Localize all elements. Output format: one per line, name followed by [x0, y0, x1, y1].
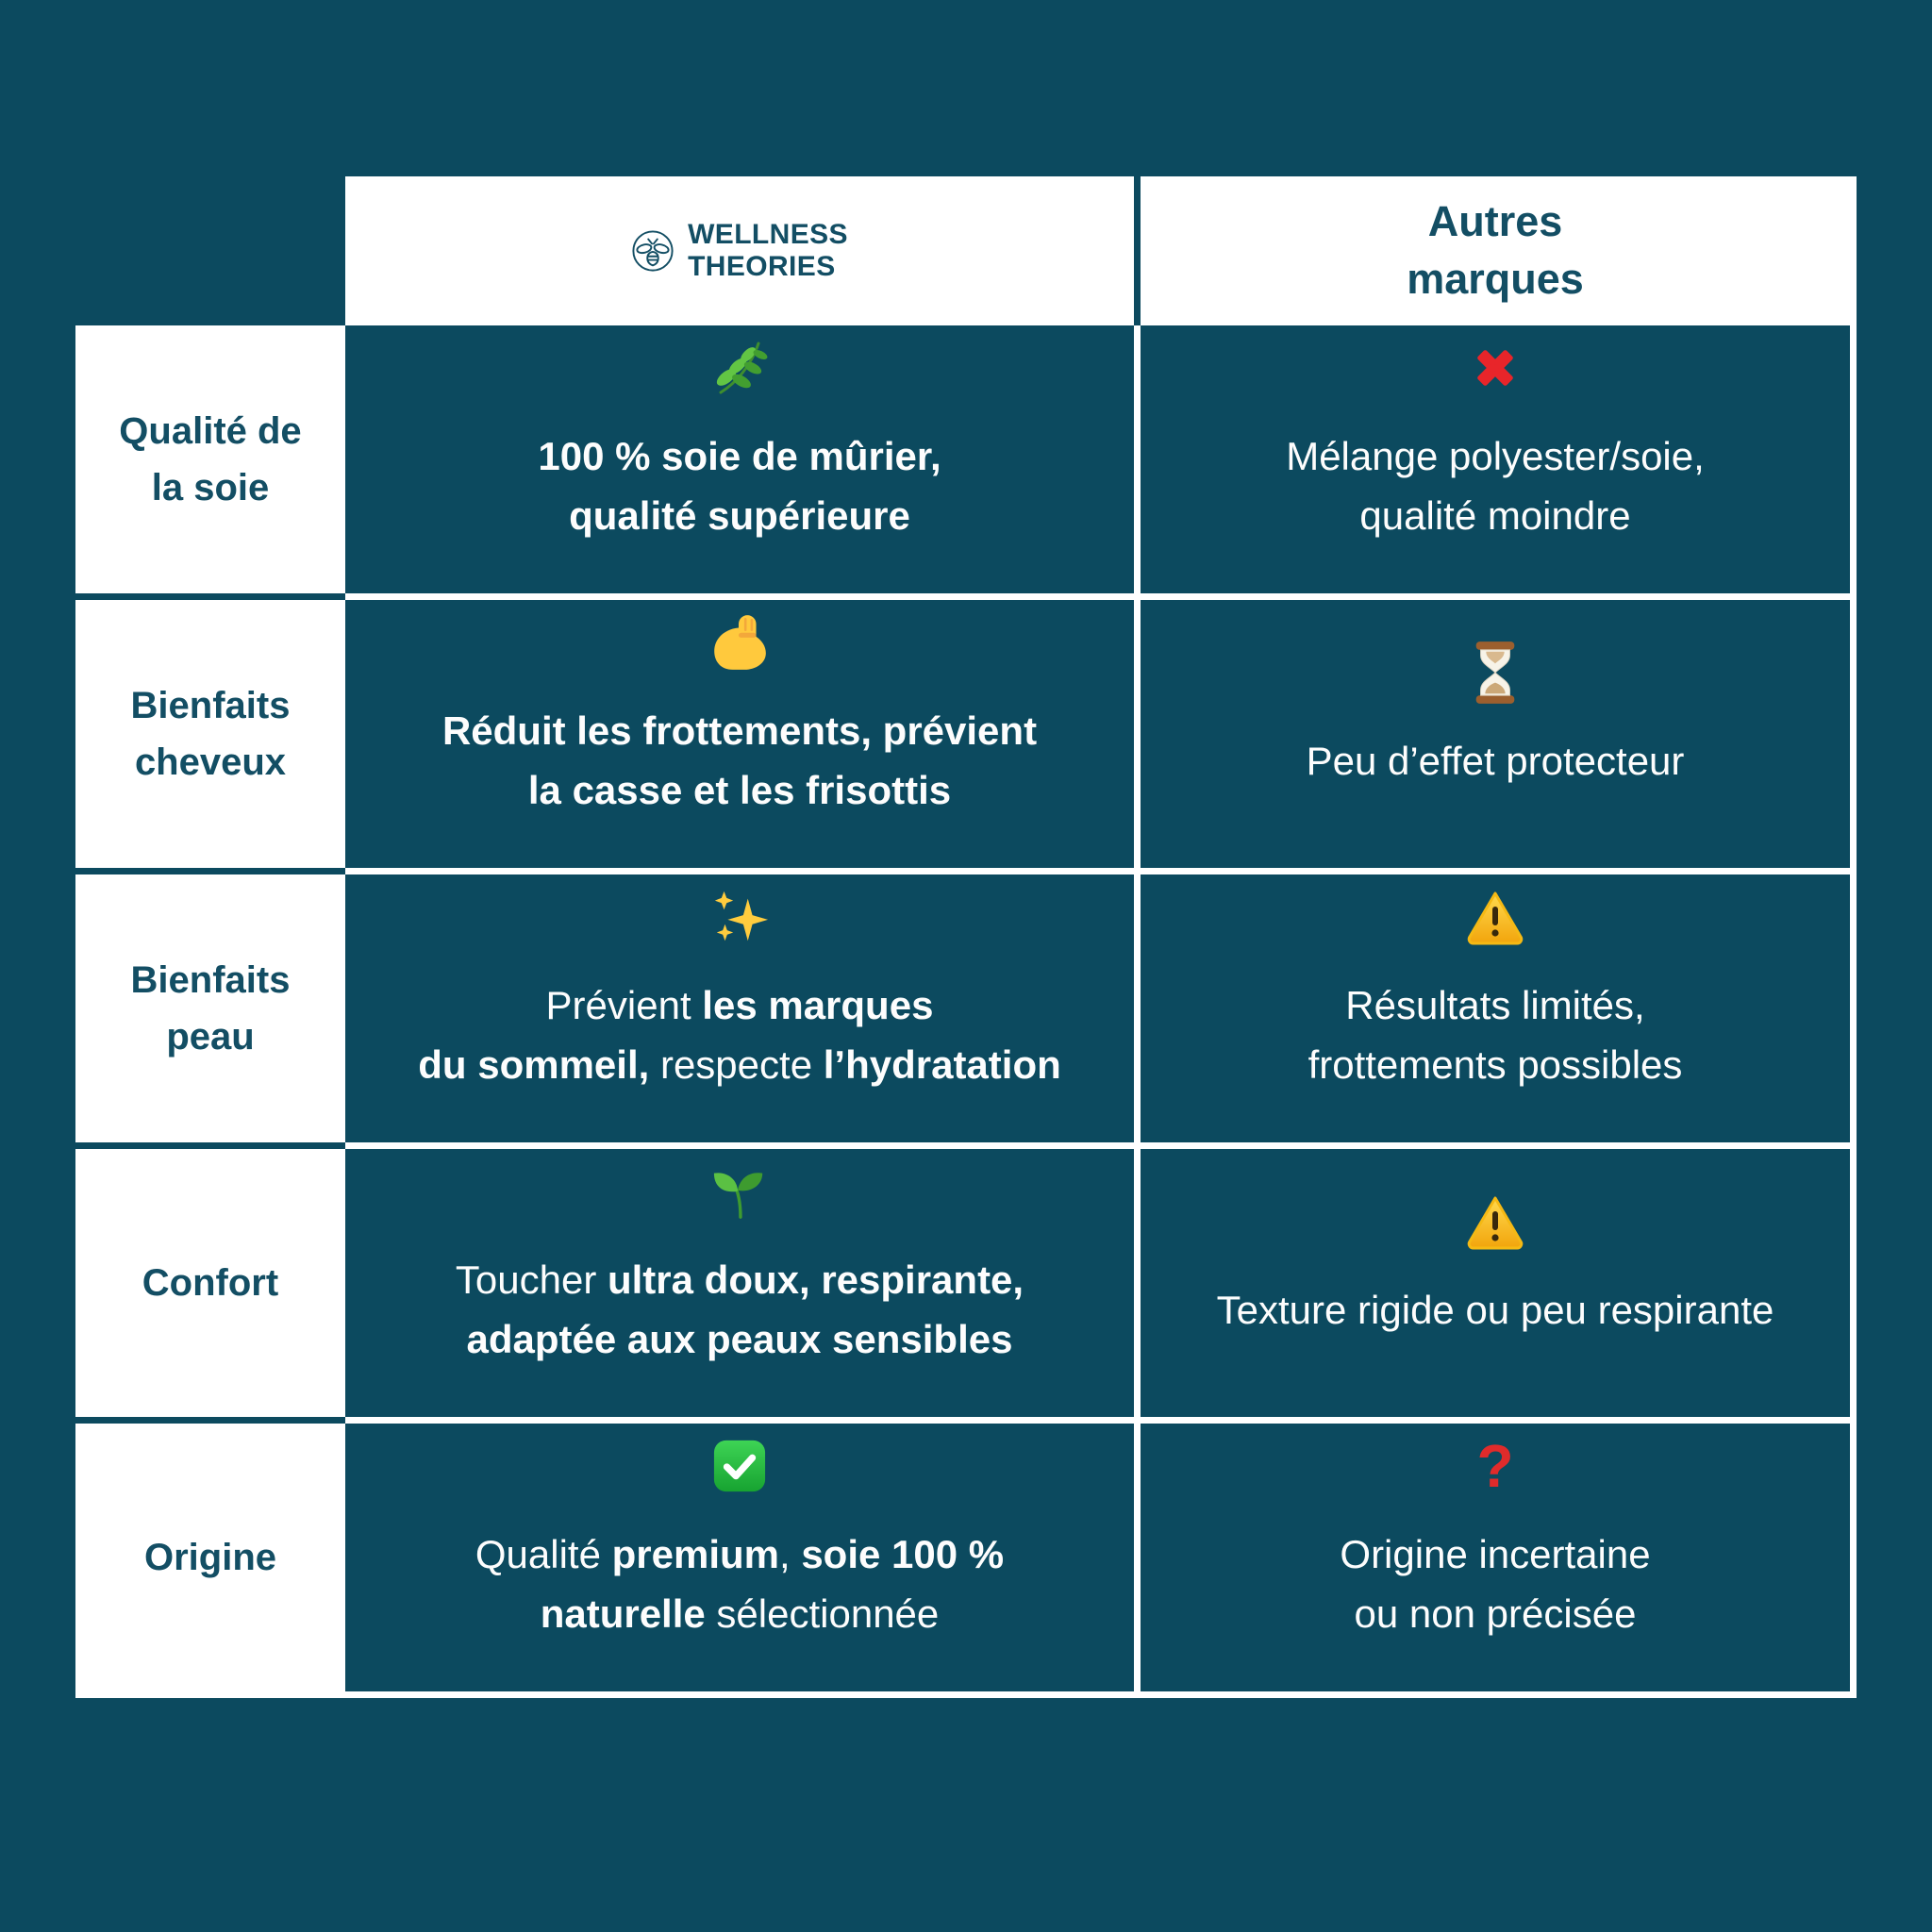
- red-question-icon: ?: [1476, 1432, 1514, 1500]
- other-cell-origine: ? Origine incertaine ou non précisée: [1141, 1424, 1857, 1698]
- row-label-bienfaits-cheveux: Bienfaits cheveux: [75, 600, 345, 874]
- cross-mark-icon: [1470, 334, 1521, 402]
- brand-text-confort: Toucher ultra doux, respirante, adaptée …: [455, 1257, 1024, 1361]
- brand-text-qualite-soie: 100 % soie de mûrier, qualité supérieure: [538, 434, 941, 538]
- other-text-confort: Texture rigide ou peu respirante: [1216, 1287, 1774, 1332]
- other-text-origine: Origine incertaine ou non précisée: [1340, 1532, 1651, 1636]
- brand-name-line1: WELLNESS: [688, 219, 848, 251]
- other-cell-qualite-soie: Mélange polyester/soie, qualité moindre: [1141, 325, 1857, 600]
- row-label-bienfaits-peau: Bienfaits peau: [75, 874, 345, 1149]
- brand-name-line2: THEORIES: [688, 251, 836, 282]
- sparkles-icon: [710, 883, 769, 951]
- brand-text-bienfaits-cheveux: Réduit les frottements, prévient la cass…: [441, 708, 1038, 812]
- warning-icon: [1465, 883, 1525, 951]
- other-text-bienfaits-peau: Résultats limités, frottements possibles: [1307, 983, 1683, 1087]
- brand-name: WELLNESS THEORIES: [688, 219, 848, 282]
- herb-icon: [709, 334, 770, 402]
- hourglass-icon: [1468, 639, 1523, 707]
- header-brand-cell: WELLNESS THEORIES: [345, 176, 1141, 325]
- seedling-icon: [710, 1158, 769, 1225]
- header-competitor-cell: Autres marques: [1141, 176, 1857, 325]
- bee-icon: [631, 229, 675, 273]
- brand-cell-qualite-soie: 100 % soie de mûrier, qualité supérieure: [345, 325, 1141, 600]
- comparison-table: WELLNESS THEORIES Autres marques Qualité…: [75, 176, 1857, 1698]
- flexed-biceps-icon: [708, 608, 771, 676]
- warning-icon: [1465, 1188, 1525, 1256]
- brand-cell-confort: Toucher ultra doux, respirante, adaptée …: [345, 1149, 1141, 1424]
- brand-text-bienfaits-peau: Prévient les marques du sommeil, respect…: [418, 983, 1061, 1087]
- row-label-qualite-soie: Qualité de la soie: [75, 325, 345, 600]
- other-cell-confort: Texture rigide ou peu respirante: [1141, 1149, 1857, 1424]
- other-text-bienfaits-cheveux: Peu d’effet protecteur: [1306, 738, 1685, 783]
- brand-text-origine: Qualité premium, soie 100 % naturelle sé…: [475, 1532, 1005, 1636]
- other-text-qualite-soie: Mélange polyester/soie, qualité moindre: [1286, 434, 1705, 538]
- brand-cell-origine: Qualité premium, soie 100 % naturelle sé…: [345, 1424, 1141, 1698]
- row-label-confort: Confort: [75, 1149, 345, 1424]
- other-cell-bienfaits-peau: Résultats limités, frottements possibles: [1141, 874, 1857, 1149]
- brand-cell-bienfaits-cheveux: Réduit les frottements, prévient la cass…: [345, 600, 1141, 874]
- header-empty-cell: [75, 176, 345, 325]
- other-cell-bienfaits-cheveux: Peu d’effet protecteur: [1141, 600, 1857, 874]
- brand-cell-bienfaits-peau: Prévient les marques du sommeil, respect…: [345, 874, 1141, 1149]
- check-mark-icon: [712, 1432, 767, 1500]
- row-label-origine: Origine: [75, 1424, 345, 1698]
